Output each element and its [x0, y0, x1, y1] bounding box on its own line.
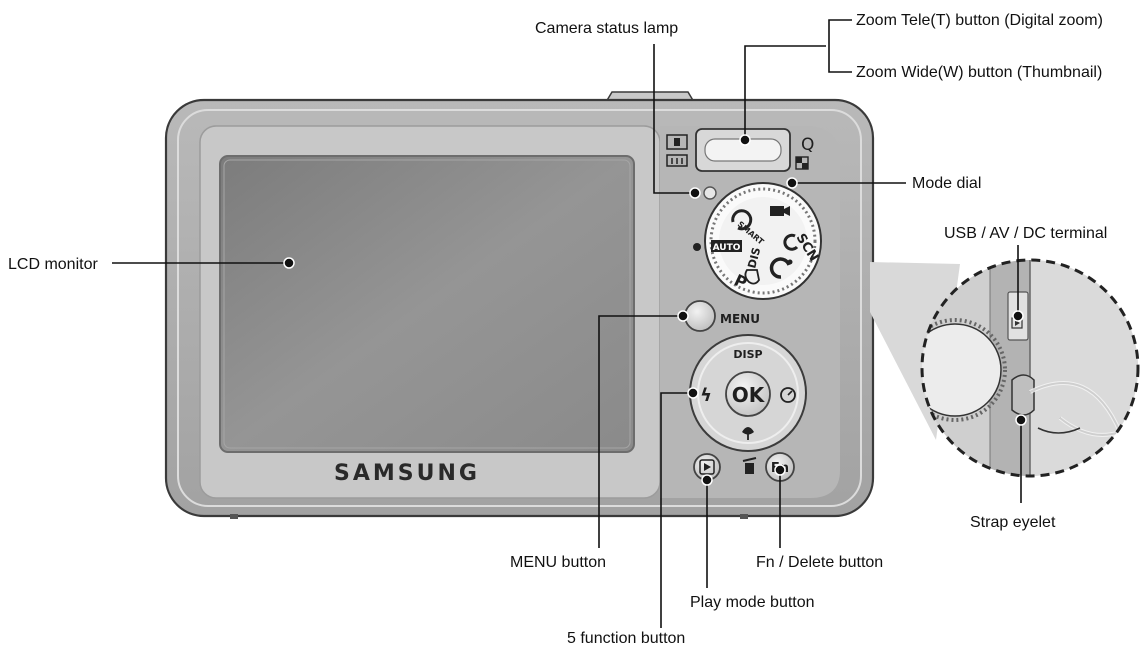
lcd-screen [219, 155, 635, 453]
marker-usb [1012, 310, 1024, 322]
trash-icon [742, 457, 757, 474]
marker-menu [677, 310, 689, 322]
label-strap-eyelet: Strap eyelet [970, 514, 1056, 531]
play-icon [704, 463, 711, 471]
ok-button-text: OK [732, 383, 766, 407]
label-five-function: 5 function button [567, 630, 685, 647]
label-menu-button: MENU button [510, 554, 606, 571]
label-zoom-wide: Zoom Wide(W) button (Thumbnail) [856, 64, 1102, 81]
label-zoom-tele: Zoom Tele(T) button (Digital zoom) [856, 12, 1103, 29]
dial-icon-movie [770, 206, 790, 216]
dial-auto-mark: AUTO [713, 243, 741, 253]
battery-indicator-icon [666, 154, 688, 167]
zoom-tele-mark: Q [801, 135, 814, 155]
marker-status-lamp [689, 187, 701, 199]
dial-smart-camera-icon [731, 209, 753, 231]
dial-hand-icon [744, 269, 760, 285]
ok-button[interactable] [725, 371, 771, 417]
zoom-rocker[interactable] [695, 128, 791, 172]
label-lcd-monitor: LCD monitor [8, 256, 98, 273]
self-timer-icon [780, 387, 796, 403]
marker-mode-dial [786, 177, 798, 189]
marker-fn [774, 464, 786, 476]
mode-dial[interactable] [704, 182, 822, 300]
af-indicator-icon [666, 134, 688, 150]
thumbnail-grid-icon [795, 156, 809, 170]
dial-indicator-dot [693, 243, 701, 251]
disp-text: DISP [733, 348, 762, 361]
leader-menu [598, 315, 683, 548]
leader-status-lamp [653, 44, 695, 194]
label-mode-dial: Mode dial [912, 175, 981, 192]
leader-zoom [744, 45, 826, 140]
marker-play [701, 474, 713, 486]
dial-auto-box [711, 240, 742, 252]
marker-zoom [739, 134, 751, 146]
marker-five-function [687, 387, 699, 399]
label-status-lamp: Camera status lamp [535, 20, 678, 37]
dial-effect-icon [769, 257, 793, 279]
leader-zoom-bracket [828, 19, 852, 73]
dial-photo-help-icon [783, 233, 799, 251]
marker-strap [1015, 414, 1027, 426]
label-usb-terminal: USB / AV / DC terminal [944, 225, 1107, 242]
marker-lcd [283, 257, 295, 269]
dial-dis-mark: DIS [745, 246, 763, 270]
menu-button-text: MENU [720, 312, 760, 326]
macro-icon [742, 427, 754, 440]
brand-logo: SAMSUNG [334, 461, 480, 486]
leader-five-function [660, 392, 693, 628]
label-fn-delete: Fn / Delete button [756, 554, 883, 571]
flash-icon: ϟ [700, 385, 712, 406]
label-play-mode: Play mode button [690, 594, 815, 611]
status-lamp [703, 186, 717, 200]
menu-button[interactable] [684, 300, 716, 332]
